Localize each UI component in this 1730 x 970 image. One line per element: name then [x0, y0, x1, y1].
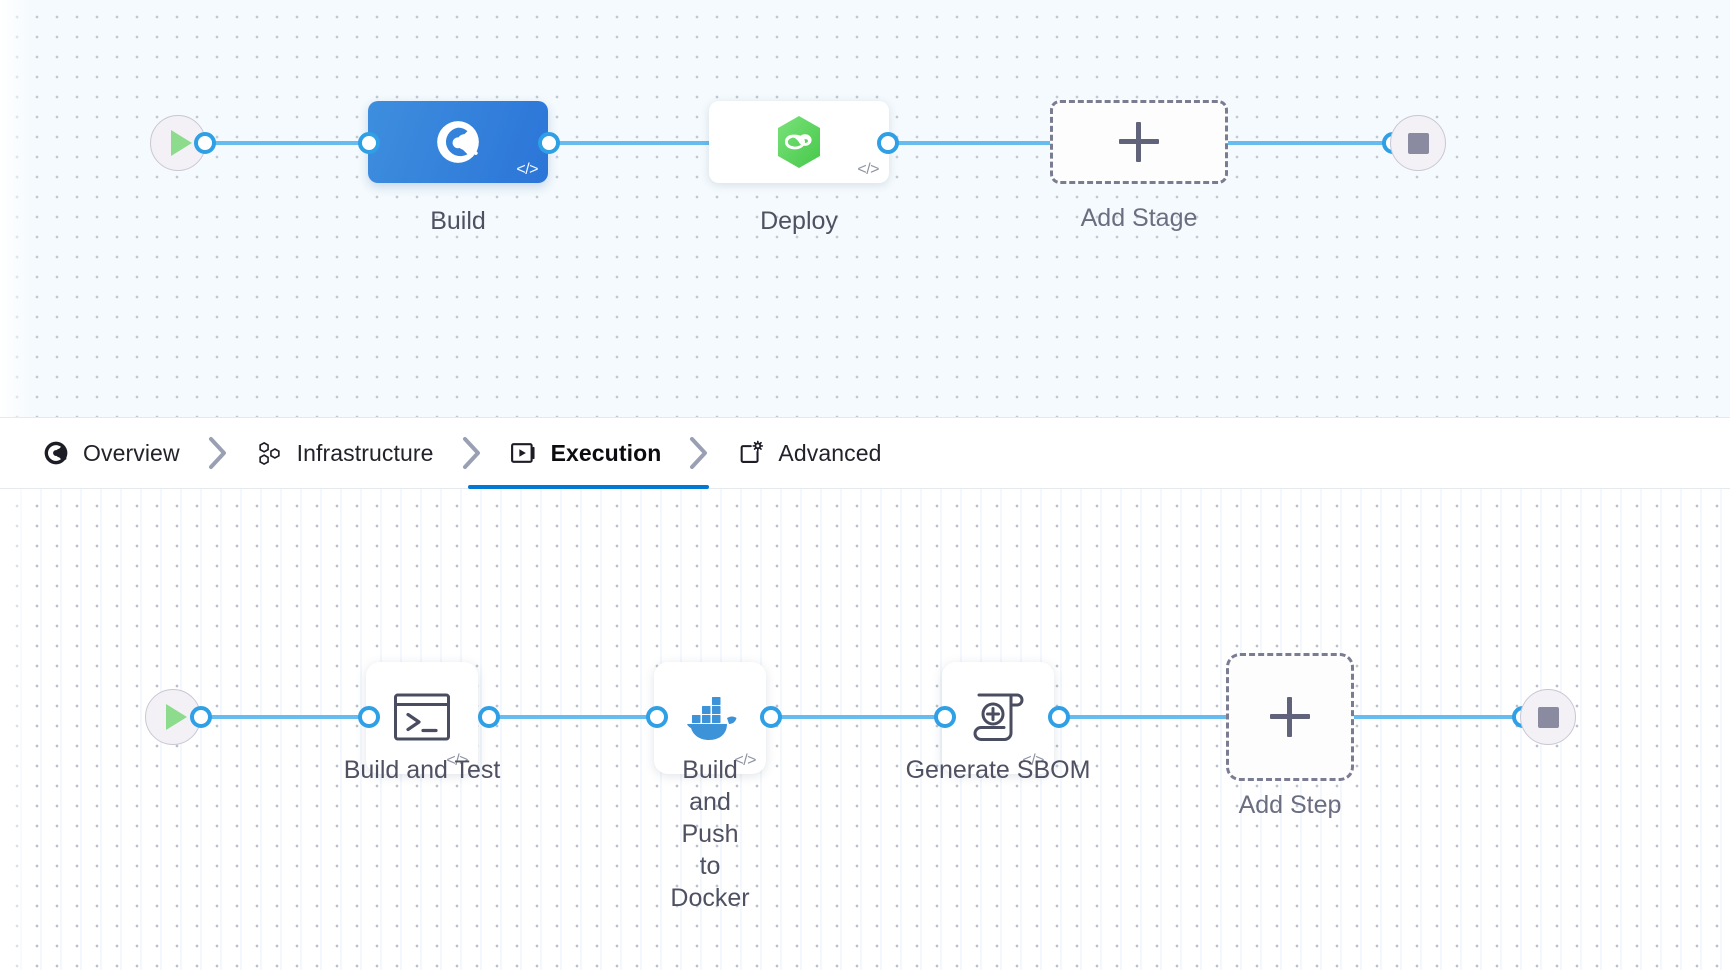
- stage-wire-deploy-addstage: [882, 141, 1062, 145]
- stage-wire-start-build: [204, 141, 364, 145]
- play-box-icon: [510, 439, 538, 467]
- add-step-label: Add Step: [1238, 791, 1342, 819]
- stage-node-deploy[interactable]: </> Deploy: [709, 101, 889, 235]
- execution-start-node[interactable]: [145, 689, 201, 745]
- tab-overview[interactable]: Overview: [32, 418, 190, 489]
- step-node-build-and-test[interactable]: </> Build and Test: [344, 662, 500, 784]
- stage-config-tabs[interactable]: Overview Infrastructure: [0, 418, 1730, 489]
- stop-icon: [1537, 706, 1559, 728]
- end-circle[interactable]: [1520, 689, 1576, 745]
- stage-port-build-out[interactable]: [538, 132, 560, 154]
- tab-advanced[interactable]: Advanced: [727, 418, 891, 489]
- code-badge-icon: </>: [446, 752, 468, 769]
- terminal-icon: [394, 693, 450, 741]
- code-badge-icon: </>: [857, 161, 879, 178]
- add-stage-node[interactable]: Add Stage: [1050, 100, 1228, 232]
- play-icon: [170, 130, 192, 156]
- step-wire-2-3: [762, 715, 940, 719]
- step-label-generate-sbom: Generate SBOM: [905, 756, 1091, 784]
- add-step-button[interactable]: [1226, 653, 1354, 781]
- step-port-2-out[interactable]: [760, 706, 782, 728]
- tab-infrastructure[interactable]: Infrastructure: [246, 418, 444, 489]
- pipeline-end-node[interactable]: [1390, 115, 1446, 171]
- tab-active-underline: [467, 484, 710, 489]
- step-port-3-in[interactable]: [934, 706, 956, 728]
- plus-icon: [1270, 697, 1310, 737]
- step-box-build-and-test[interactable]: </>: [366, 662, 478, 774]
- pipeline-start-node[interactable]: [150, 115, 206, 171]
- stage-port-start-out[interactable]: [194, 132, 216, 154]
- harness-ci-icon: [42, 439, 70, 467]
- tab-execution[interactable]: Execution: [467, 418, 710, 489]
- add-stage-button[interactable]: [1050, 100, 1228, 184]
- stage-node-build[interactable]: </> Build: [368, 101, 548, 235]
- stage-wire-addstage-end: [1226, 141, 1420, 145]
- pipeline-stage-graph[interactable]: </> Build: [0, 0, 1730, 418]
- execution-end-node[interactable]: [1520, 689, 1576, 745]
- code-badge-icon: </>: [516, 161, 538, 178]
- settings-square-icon: [737, 439, 765, 467]
- play-icon: [165, 704, 187, 730]
- start-circle[interactable]: [150, 115, 206, 171]
- stage-port-deploy-out[interactable]: [877, 132, 899, 154]
- harness-ci-icon: [437, 121, 479, 163]
- sbom-scroll-icon: [973, 693, 1024, 741]
- chevron-right-icon: [444, 436, 500, 470]
- step-node-generate-sbom[interactable]: </> Generate SBOM: [906, 662, 1090, 784]
- step-port-3-out[interactable]: [1048, 706, 1070, 728]
- stage-box-build[interactable]: </>: [368, 101, 548, 183]
- step-label-build-and-push-to-docker: Build and Push to Docker: [670, 756, 750, 912]
- stage-label-build: Build: [430, 207, 486, 235]
- step-box-build-and-push-to-docker[interactable]: </>: [654, 662, 766, 774]
- step-wire-1-2: [480, 715, 652, 719]
- step-label-build-and-test: Build and Test: [343, 756, 501, 784]
- step-wire-3-addstep: [1050, 715, 1228, 719]
- step-node-build-and-push-to-docker[interactable]: </> Build and Push to Docker: [654, 662, 766, 912]
- harness-cd-hexagon-icon: [778, 116, 820, 168]
- step-port-2-in[interactable]: [646, 706, 668, 728]
- tab-label-execution: Execution: [550, 439, 662, 466]
- start-circle[interactable]: [145, 689, 201, 745]
- tab-label-overview: Overview: [83, 439, 180, 466]
- hexagon-cluster-icon: [256, 439, 284, 467]
- step-port-1-in[interactable]: [358, 706, 380, 728]
- tab-label-infrastructure: Infrastructure: [296, 439, 434, 466]
- add-step-node[interactable]: Add Step: [1226, 653, 1354, 819]
- step-port-start-out[interactable]: [190, 706, 212, 728]
- stage-port-build-in[interactable]: [358, 132, 380, 154]
- end-circle[interactable]: [1390, 115, 1446, 171]
- step-wire-start-1: [198, 715, 368, 719]
- chevron-right-icon: [190, 436, 246, 470]
- tab-label-advanced: Advanced: [778, 439, 882, 466]
- stop-icon: [1407, 132, 1429, 154]
- code-badge-icon: </>: [1022, 752, 1044, 769]
- chevron-right-icon: [671, 436, 727, 470]
- stage-wire-build-deploy: [534, 141, 714, 145]
- docker-icon: [687, 697, 737, 740]
- add-stage-label: Add Stage: [1080, 204, 1198, 232]
- stage-label-deploy: Deploy: [760, 207, 838, 235]
- stage-box-deploy[interactable]: </>: [709, 101, 889, 183]
- step-wire-addstep-end: [1352, 715, 1520, 719]
- plus-icon: [1119, 122, 1159, 162]
- code-badge-icon: </>: [734, 752, 756, 769]
- stage-execution-step-graph[interactable]: </> Build and Test: [0, 489, 1730, 970]
- step-port-1-out[interactable]: [478, 706, 500, 728]
- step-box-generate-sbom[interactable]: </>: [942, 662, 1054, 774]
